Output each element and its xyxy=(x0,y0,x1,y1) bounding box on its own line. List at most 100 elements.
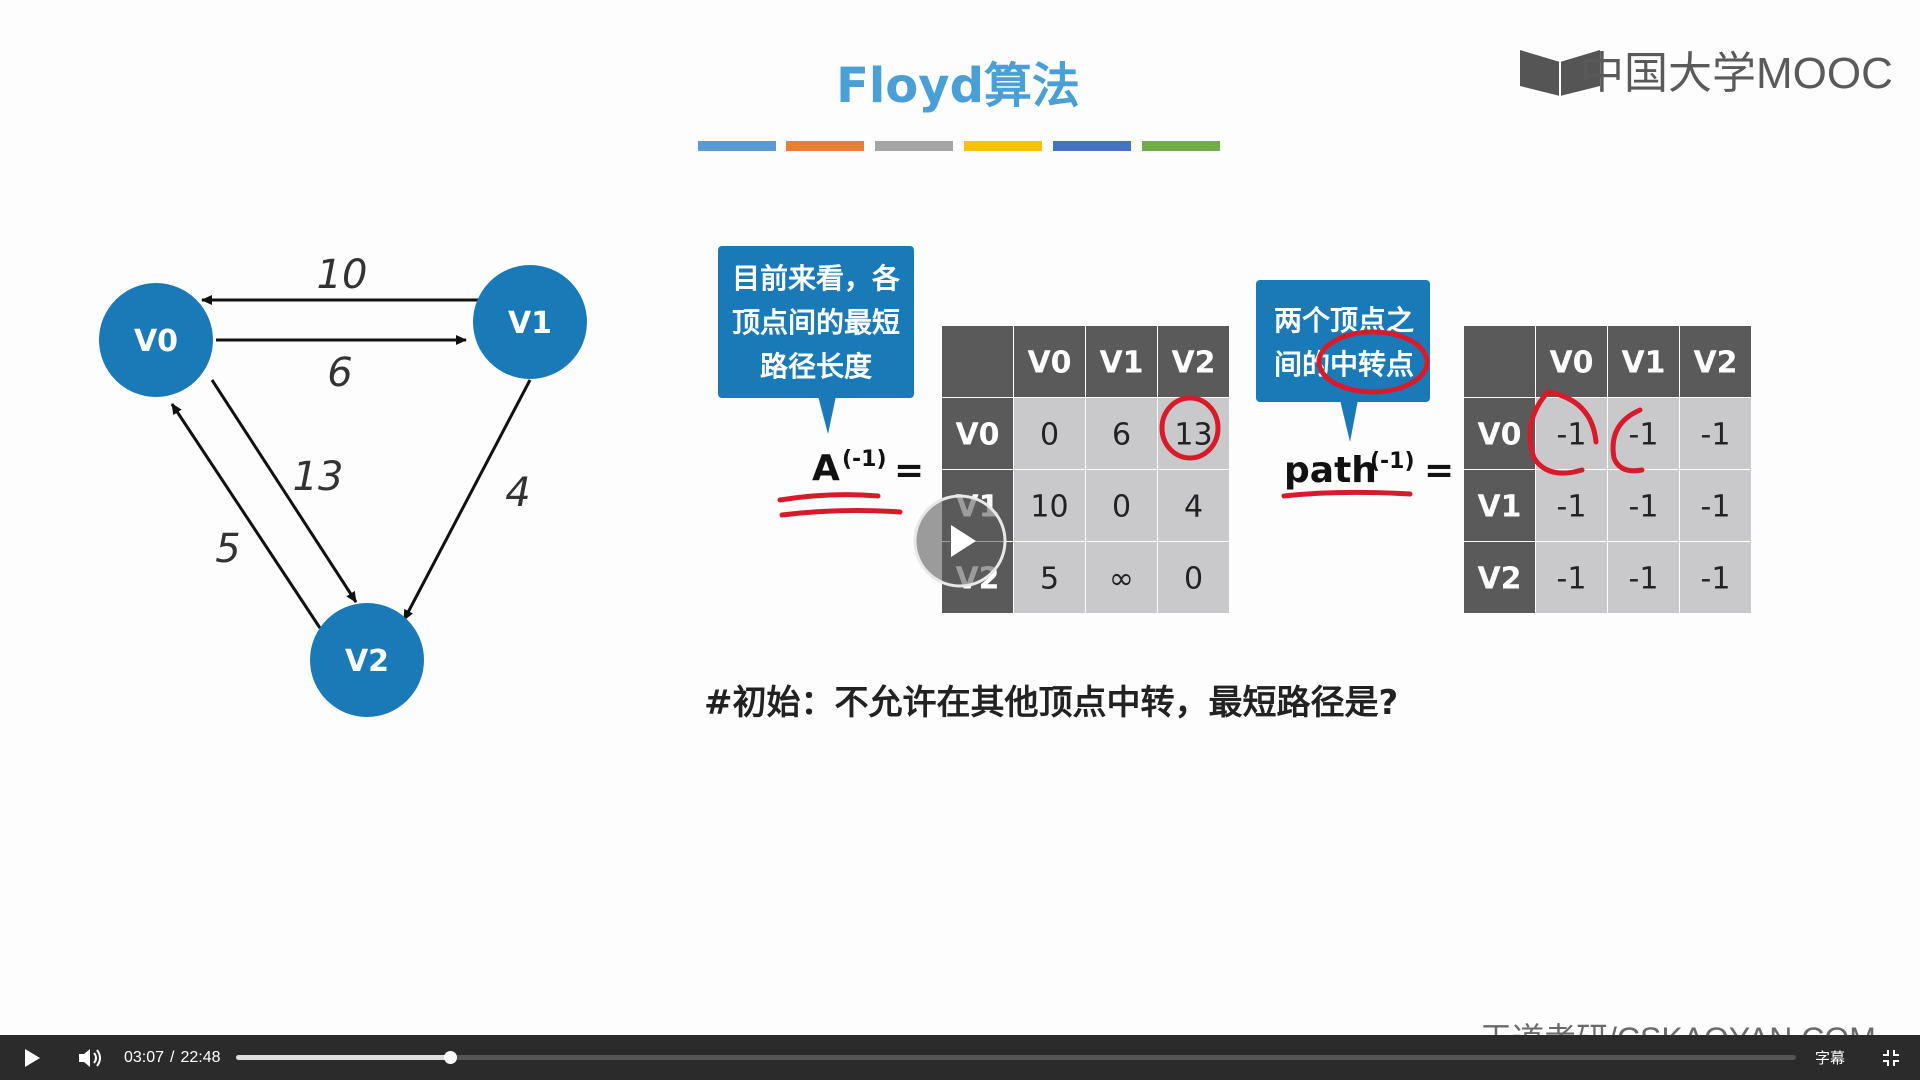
play-icon xyxy=(25,1048,40,1067)
mooc-logo: 中国大学MOOC xyxy=(1520,49,1893,98)
matrix-cell xyxy=(1536,542,1607,613)
matrix-col-header-label: V2 xyxy=(1693,346,1737,381)
edge-v2-v0 xyxy=(170,403,322,629)
matrix-row-header xyxy=(1464,398,1535,469)
video-frame[interactable]: Floyd算法 中国大学MOOC 10 6 13 4 5 xyxy=(0,0,1920,1035)
title-bar-segment xyxy=(875,141,953,151)
matrix-col-header-label: V1 xyxy=(1621,346,1665,381)
matrix-cell-value: 0 xyxy=(1184,562,1203,597)
matrix-cell xyxy=(1608,542,1679,613)
matrix-cell xyxy=(1086,398,1157,469)
matrix-row-header xyxy=(1464,542,1535,613)
slide-caption: #初始：不允许在其他顶点中转，最短路径是? xyxy=(704,683,1398,723)
matrix-row-header-label: V2 xyxy=(1477,562,1521,597)
matrix-cell-value: 13 xyxy=(1174,418,1212,453)
volume-button[interactable] xyxy=(72,1035,108,1080)
play-icon xyxy=(951,525,976,557)
matrix-a-label: A (-1) = xyxy=(812,447,924,491)
watermark: 王道考研/CSKAOYAN.COM xyxy=(1480,1021,1876,1035)
volume-icon xyxy=(79,1048,101,1067)
time-display: 03:07 / 22:48 xyxy=(124,1035,221,1080)
current-time: 03:07 xyxy=(124,1048,165,1066)
matrix-col-header-label: V2 xyxy=(1171,346,1215,381)
matrix-cell-value: -1 xyxy=(1701,490,1731,525)
title-bar-segment xyxy=(1142,141,1220,151)
edge-weight-label: 10 xyxy=(317,252,368,298)
play-overlay-button[interactable] xyxy=(913,494,1007,588)
graph-node-v1: V1 xyxy=(473,265,587,379)
matrix-col-header-label: V0 xyxy=(1549,346,1593,381)
matrix-col-header-label: V0 xyxy=(1027,346,1071,381)
exit-fullscreen-button[interactable] xyxy=(1876,1035,1906,1080)
matrix-cell xyxy=(1014,470,1085,541)
hand-annotations xyxy=(777,329,1645,518)
matrix-cell xyxy=(1086,470,1157,541)
matrix-label: path xyxy=(1284,450,1377,491)
logo-text: 中国大学MOOC xyxy=(1580,49,1893,98)
matrix-cell-value: -1 xyxy=(1557,418,1587,453)
matrix-col-header xyxy=(1086,326,1157,397)
matrix-cell xyxy=(1608,470,1679,541)
matrix-cell-value: 5 xyxy=(1040,562,1059,597)
graph-node-v0: V0 xyxy=(99,283,213,397)
svg-text:A: A xyxy=(812,448,840,489)
matrix-cell-value: 6 xyxy=(1112,418,1131,453)
matrix-col-header xyxy=(1680,326,1751,397)
matrix-cell-value: -1 xyxy=(1629,490,1659,525)
matrix-cell-value: -1 xyxy=(1701,562,1731,597)
equals-sign: = xyxy=(894,450,924,491)
matrix-label: A xyxy=(812,448,840,489)
title-bar-segment xyxy=(786,141,864,151)
matrix-cell xyxy=(1608,398,1679,469)
matrix-cell xyxy=(1014,398,1085,469)
matrix-cell xyxy=(1086,542,1157,613)
matrix-row-header-label: V0 xyxy=(955,418,999,453)
matrix-row-header-label: V0 xyxy=(1477,418,1521,453)
matrix-superscript: (-1) xyxy=(1370,449,1415,474)
progress-handle[interactable] xyxy=(443,1051,457,1064)
node-label: V2 xyxy=(345,644,389,679)
duration: 22:48 xyxy=(180,1048,221,1066)
title-color-bar xyxy=(698,141,1220,151)
matrix-cell-value: -1 xyxy=(1557,562,1587,597)
matrix-col-header xyxy=(1536,326,1607,397)
matrix-cell-value: ∞ xyxy=(1109,562,1134,597)
player-controls: 03:07 / 22:48 字幕 xyxy=(0,1035,1920,1080)
edge-weight-label: 13 xyxy=(293,454,344,500)
matrix-row-header xyxy=(942,398,1013,469)
callout-distance: 目前来看，各 顶点间的最短 路径长度 xyxy=(718,246,914,434)
edge-v1-v2 xyxy=(402,379,532,621)
progress-bar[interactable] xyxy=(236,1051,1796,1064)
progress-fill xyxy=(236,1055,450,1060)
matrix-col-header xyxy=(1158,326,1229,397)
title-bar-segment xyxy=(1053,141,1131,151)
callout-line: 顶点间的最短 xyxy=(732,306,900,339)
matrix-cell-value: -1 xyxy=(1629,562,1659,597)
matrix-cell-value: 4 xyxy=(1184,490,1203,525)
matrix-cell xyxy=(1536,470,1607,541)
exit-fullscreen-icon xyxy=(1883,1049,1899,1066)
edge-weight-label: 6 xyxy=(327,350,352,396)
matrix-cell xyxy=(1680,470,1751,541)
matrix-row-header-label: V1 xyxy=(1477,490,1521,525)
play-button[interactable] xyxy=(14,1035,50,1080)
matrix-superscript: (-1) xyxy=(842,447,887,472)
matrix-cell-value: -1 xyxy=(1557,490,1587,525)
matrix-col-header xyxy=(1014,326,1085,397)
title-bar-segment xyxy=(698,141,776,151)
node-label: V0 xyxy=(134,324,178,359)
edge-v0-v2 xyxy=(210,379,358,603)
matrix-corner-cell xyxy=(942,326,1013,397)
node-label: V1 xyxy=(508,306,552,341)
matrix-col-header xyxy=(1608,326,1679,397)
matrix-cell-value: -1 xyxy=(1701,418,1731,453)
matrix-cell-value: 0 xyxy=(1040,418,1059,453)
slide-title: Floyd算法 xyxy=(836,58,1080,114)
equals-sign: = xyxy=(1424,450,1454,491)
matrix-cell xyxy=(1680,398,1751,469)
graph-node-v2: V2 xyxy=(310,603,424,717)
matrix-col-header-label: V1 xyxy=(1099,346,1143,381)
matrix-row-header xyxy=(1464,470,1535,541)
subtitle-button[interactable]: 字幕 xyxy=(1814,1049,1845,1067)
